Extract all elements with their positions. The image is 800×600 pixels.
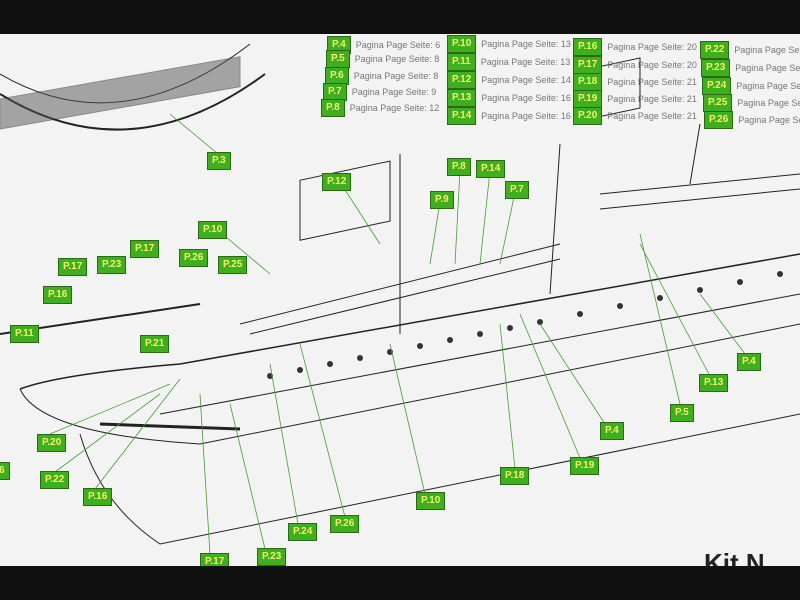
legend-text: Pagina Page Seite (736, 81, 800, 91)
part-tag: P.24 (702, 77, 732, 95)
part-tag: P.26 (704, 111, 734, 129)
callout-tag: P.11 (10, 325, 39, 343)
legend-row: P.19 Pagina Page Seite: 21 (573, 90, 697, 108)
callout-tag: P.8 (447, 158, 471, 176)
callout-tag: P.25 (218, 256, 248, 274)
callout-tag: P.16 (43, 286, 73, 304)
callout-tag: P.10 (198, 221, 228, 239)
legend-text: Pagina Page Seite: 9 (351, 87, 437, 97)
legend-text: Pagina Page Seite: 6 (355, 40, 441, 50)
part-tag: P.8 (321, 99, 345, 117)
part-tag: P.17 (573, 56, 603, 74)
legend-text: Pagina Page Seite: 21 (607, 111, 697, 121)
callout-tag: P.23 (257, 548, 287, 566)
callout-tag: P.12 (322, 173, 352, 191)
callout-tag: P.17 (58, 258, 88, 276)
legend-row: P.23 Pagina Page Seite (701, 59, 800, 77)
legend-text: Pagina Page Seite (738, 115, 800, 125)
legend-text: Pagina Page Seite: 16 (481, 93, 571, 103)
callout-tag: P.21 (140, 335, 170, 353)
part-tag: P.13 (447, 89, 477, 107)
part-tag: P.10 (447, 35, 477, 53)
legend-text: Pagina Page Seite (735, 63, 800, 73)
legend-row: P.12 Pagina Page Seite: 14 (447, 71, 571, 89)
legend-text: Pagina Page Seite: 21 (607, 94, 697, 104)
callout-tag: P.7 (505, 181, 529, 199)
legend-row: P.26 Pagina Page Seite (704, 111, 800, 129)
legend-text: Pagina Page Seite (737, 98, 800, 108)
callout-tag: P.22 (40, 471, 70, 489)
callout-tag: P.5 (670, 404, 694, 422)
part-tag: P.6 (325, 67, 349, 85)
callout-tag: P.16 (83, 488, 113, 506)
callout-tag: P.17 (200, 553, 230, 566)
callout-tag: P.10 (416, 492, 446, 510)
callout-tag: P.26 (330, 515, 360, 533)
legend-text: Pagina Page Seite: 20 (607, 60, 697, 70)
legend-row: P.24 Pagina Page Seite (702, 77, 800, 95)
callout-tag: P.3 (207, 152, 231, 170)
kit-title: Kit N (704, 548, 765, 566)
legend-text: Pagina Page Seite: 8 (354, 54, 440, 64)
legend-row: P.25 Pagina Page Seite (703, 94, 800, 112)
legend-row: P.8 Pagina Page Seite: 12 (321, 99, 439, 117)
callout-tag: P.19 (570, 457, 600, 475)
legend-row: P.10 Pagina Page Seite: 13 (447, 35, 571, 53)
legend-row: P.6 Pagina Page Seite: 8 (325, 67, 438, 85)
part-tag: P.22 (700, 41, 730, 59)
legend-text: Pagina Page Seite: 12 (349, 103, 440, 113)
legend-row: P.14 Pagina Page Seite: 16 (447, 107, 571, 125)
part-tag: P.5 (326, 50, 350, 68)
callout-tag: P.4 (600, 422, 624, 440)
callout-tag: P.4 (737, 353, 761, 371)
part-tag: P.14 (447, 107, 477, 125)
legend-text: Pagina Page Seite (734, 45, 800, 55)
callout-tag: P.13 (699, 374, 729, 392)
part-tag: P.20 (573, 107, 603, 125)
legend-text: Pagina Page Seite: 21 (607, 77, 697, 87)
callout-tag: P.9 (430, 191, 454, 209)
part-tag: P.16 (573, 38, 603, 56)
ship-line-drawing (0, 43, 800, 555)
callout-tag: P.18 (500, 467, 530, 485)
legend-row: P.11 Pagina Page Seite: 13 (447, 53, 570, 71)
callout-tag: P.23 (97, 256, 127, 274)
legend-text: Pagina Page Seite: 14 (481, 75, 571, 85)
part-tag: P.23 (701, 59, 731, 77)
legend-text: Pagina Page Seite: 16 (481, 111, 571, 121)
legend-row: P.13 Pagina Page Seite: 16 (447, 89, 571, 107)
legend-row: P.18 Pagina Page Seite: 21 (573, 73, 697, 91)
legend-row: P.22 Pagina Page Seite (700, 41, 800, 59)
callout-tag: P.24 (288, 523, 318, 541)
part-tag: P.12 (447, 71, 477, 89)
legend-row: P.16 Pagina Page Seite: 20 (573, 38, 697, 56)
legend-text: Pagina Page Seite: 13 (481, 39, 571, 49)
callout-tag: P.14 (476, 160, 506, 178)
callout-tag: 6 (0, 462, 10, 480)
callout-tag: P.20 (37, 434, 67, 452)
legend-text: Pagina Page Seite: 20 (607, 42, 697, 52)
legend-text: Pagina Page Seite: 8 (353, 71, 439, 81)
legend-row: P.20 Pagina Page Seite: 21 (573, 107, 697, 125)
legend-text: Pagina Page Seite: 13 (480, 57, 571, 67)
legend-row: P.17 Pagina Page Seite: 20 (573, 56, 697, 74)
part-tag: P.25 (703, 94, 733, 112)
callout-tag: P.26 (179, 249, 209, 267)
callout-tag: P.17 (130, 240, 160, 258)
part-tag: P.19 (573, 90, 603, 108)
part-tag: P.11 (447, 53, 476, 71)
part-tag: P.18 (573, 73, 603, 91)
legend-row: P.5 Pagina Page Seite: 8 (326, 50, 439, 68)
